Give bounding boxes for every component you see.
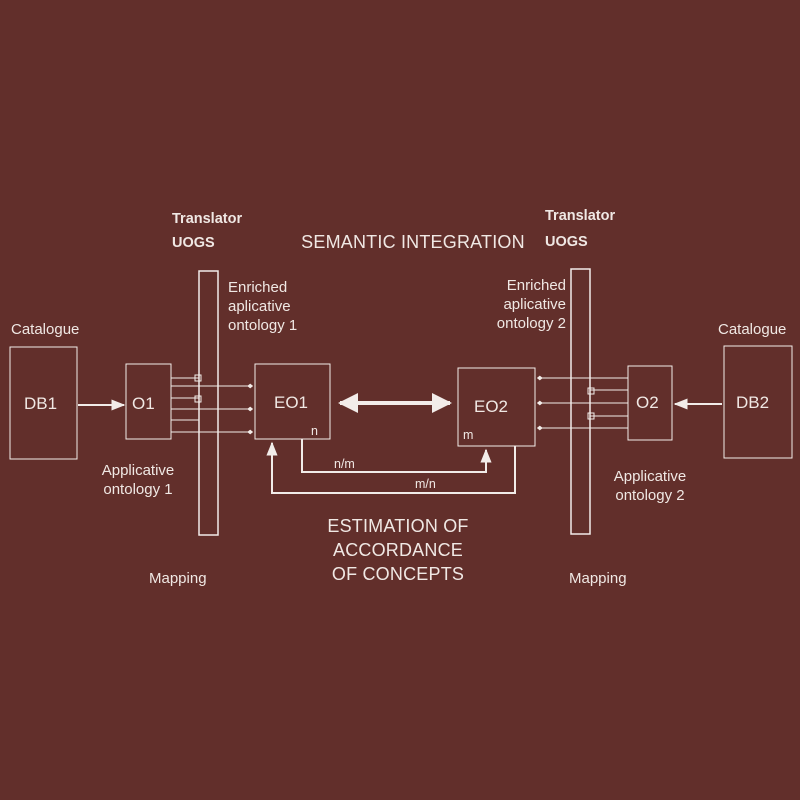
- enriched-ontology-2-line2: aplicative: [503, 296, 566, 313]
- db2-label: DB2: [736, 393, 770, 412]
- db1-label: DB1: [24, 394, 58, 413]
- db1-box: [9, 346, 78, 460]
- applicative-ontology-1-line1: Applicative: [101, 462, 175, 479]
- applicative-ontology-1-line2: ontology 1: [103, 481, 173, 498]
- catalogue-label-right: Catalogue: [718, 321, 787, 338]
- enriched-ontology-1-line1: Enriched: [228, 279, 288, 296]
- eo2-sub-label: m: [463, 428, 474, 442]
- translator-label-left: Translator: [172, 211, 243, 227]
- mapping-node-right-2: [587, 412, 595, 420]
- o2-label: O2: [636, 393, 659, 412]
- eo2-box: [457, 367, 536, 447]
- applicative-ontology-2-line2: ontology 2: [615, 487, 685, 504]
- mapping-label-right: Mapping: [569, 570, 627, 587]
- enriched-ontology-1-line2: aplicative: [228, 298, 291, 315]
- mapping-lines-left: [171, 377, 254, 435]
- enriched-ontology-1-line3: ontology 1: [228, 317, 298, 334]
- catalogue-label-left: Catalogue: [11, 321, 80, 338]
- o1-label: O1: [132, 394, 155, 413]
- ratio-n-m-label: n/m: [334, 457, 355, 471]
- enriched-ontology-2-line3: ontology 2: [496, 315, 566, 332]
- estimation-line1: ESTIMATION OF: [327, 516, 469, 536]
- mapping-lines-right: [536, 375, 628, 431]
- mapping-node-right-1: [587, 387, 595, 395]
- translator-bar-left: [198, 270, 219, 536]
- uogs-label-left: UOGS: [172, 235, 215, 251]
- estimation-line3: OF CONCEPTS: [331, 564, 465, 584]
- translator-label-right: Translator: [545, 208, 616, 224]
- enriched-ontology-2-line1: Enriched: [506, 277, 566, 294]
- arrow-n-m: [301, 439, 492, 473]
- eo2-label: EO2: [474, 397, 509, 416]
- semantic-integration-title: SEMANTIC INTEGRATION: [301, 232, 525, 252]
- o1-box: [125, 363, 172, 440]
- applicative-ontology-2-line1: Applicative: [613, 468, 687, 485]
- eo1-box: [254, 363, 331, 440]
- estimation-line2: ACCORDANCE: [332, 540, 463, 560]
- translator-bar-right: [570, 268, 591, 535]
- arrow-m-n: [266, 441, 516, 494]
- eo1-sub-label: n: [311, 424, 318, 438]
- uogs-label-right: UOGS: [545, 234, 588, 250]
- mapping-node-left-2: [194, 395, 202, 403]
- ratio-m-n-label: m/n: [415, 477, 436, 491]
- eo1-label: EO1: [274, 393, 309, 412]
- db2-box: [723, 345, 793, 459]
- mapping-node-left-1: [194, 374, 202, 382]
- mapping-label-left: Mapping: [149, 570, 207, 587]
